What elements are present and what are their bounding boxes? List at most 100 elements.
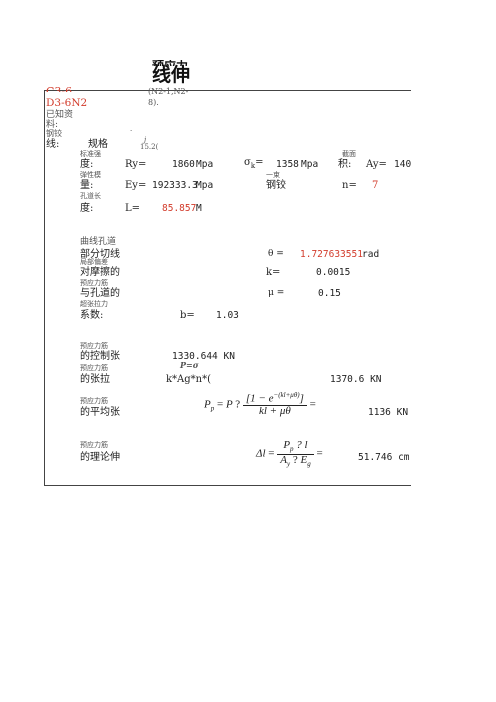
elongation-label: 的理论伸 xyxy=(80,452,120,463)
tension-force-unit: KN xyxy=(370,374,382,385)
average-force-number: 1136 xyxy=(368,407,391,418)
sigma-letter: σ xyxy=(244,157,251,168)
pp-p: P xyxy=(225,398,233,411)
elongation-label-top: 预应力筋 xyxy=(80,441,108,449)
friction-mu-value: 0.15 xyxy=(318,288,341,299)
length-symbol: L= xyxy=(125,203,141,214)
strength-label: 度: xyxy=(80,159,94,170)
dl-numerator: Pp ? l xyxy=(277,439,314,455)
strand-count-value: 7 xyxy=(372,180,379,191)
known-line-1: 已知资 xyxy=(46,110,74,120)
tension-formula-expr: k*Ag*n*( xyxy=(166,374,212,385)
pp-exponent: −(kl+μθ) xyxy=(273,391,300,399)
overtension-symbol: b= xyxy=(180,310,195,321)
average-force-label-top: 预应力筋 xyxy=(80,397,108,405)
dl-num-p: P xyxy=(283,439,291,451)
frame-top-border xyxy=(44,90,411,91)
pp-num-close: ] xyxy=(299,392,304,405)
length-label: 度: xyxy=(80,203,94,214)
sigma-equals: = xyxy=(255,157,264,168)
sigma-unit: Mpa xyxy=(301,159,319,170)
tension-force-value: 1370.6 KN xyxy=(330,375,382,385)
strand-label-top: 一束 xyxy=(266,171,280,179)
control-force-unit: KN xyxy=(223,351,235,362)
frame-bottom-border xyxy=(44,485,411,486)
friction-k-symbol: k= xyxy=(266,267,281,278)
friction-mu-label-top: 预应力筋 xyxy=(80,279,108,287)
angle-label-top: 曲线孔道 xyxy=(80,237,117,247)
page-title: 线伸 xyxy=(152,64,191,86)
pp-tail-equals: = xyxy=(309,398,316,411)
average-force-label: 的平均张 xyxy=(80,407,120,418)
average-force-value: 1136 KN xyxy=(368,408,408,418)
dl-den-a: A xyxy=(280,453,287,466)
modulus-unit: Mpa xyxy=(196,180,214,191)
code-cut-text: C3-6、 xyxy=(46,86,83,92)
known-line-3: 线: xyxy=(46,139,60,150)
average-force-unit: KN xyxy=(396,407,409,418)
known-steel-small: 钢铰 xyxy=(46,129,62,138)
elongation-number: 51.746 xyxy=(358,452,393,463)
overtension-value: 1.03 xyxy=(216,310,239,321)
average-force-formula: Pp = P ? [1 − e−(kl+μθ)] kl + μθ = xyxy=(204,391,316,418)
spec-sup: j xyxy=(144,136,147,144)
pp-fraction: [1 − e−(kl+μθ)] kl + μθ xyxy=(242,391,307,418)
pp-lhs: P xyxy=(204,398,211,411)
area-label: 积: xyxy=(338,159,352,170)
dl-den-a-sub: y xyxy=(286,459,291,468)
pp-q: ? xyxy=(235,398,241,411)
sigma-symbol: σk= xyxy=(244,157,264,170)
spec-value: 15.2( xyxy=(140,143,159,151)
length-unit: M xyxy=(196,203,202,214)
dl-tail-equals: = xyxy=(316,447,323,460)
note-line-1: (N2-1,N2- xyxy=(148,87,189,96)
strand-label: 钢铰 xyxy=(266,180,286,191)
dl-denominator: Ay ? Eg xyxy=(277,453,313,469)
angle-value: 1.727633551 xyxy=(300,249,363,260)
strength-value: 1860 xyxy=(172,159,195,170)
dl-den-q: ? xyxy=(292,453,298,466)
tension-force-number: 1370.6 xyxy=(330,374,365,385)
pp-equals: = xyxy=(216,398,224,411)
tension-force-label: 的张拉 xyxy=(80,374,110,385)
sigma-value: 1358 xyxy=(276,159,299,170)
angle-label: 部分切线 xyxy=(80,249,120,260)
frame-left-border xyxy=(44,90,45,486)
dl-lhs: Δl xyxy=(256,447,266,460)
pp-denominator: kl + μθ xyxy=(258,405,291,418)
dl-num-rest: ? l xyxy=(296,439,308,451)
control-force-number: 1330.644 xyxy=(172,351,218,362)
modulus-label-top: 弹性模 xyxy=(80,171,101,179)
friction-k-label: 对摩擦的 xyxy=(80,267,120,278)
length-value: 85.857 xyxy=(162,203,197,214)
sigma-subscript: k xyxy=(250,162,256,170)
overtension-label: 系数: xyxy=(80,310,104,321)
elongation-formula: Δl = Pp ? l Ay ? Eg = xyxy=(256,439,323,469)
dl-equals: = xyxy=(268,447,275,460)
spec-label: 规格 xyxy=(88,139,108,150)
strength-unit: Mpa xyxy=(196,159,214,170)
dl-den-e: E xyxy=(300,453,308,466)
elongation-unit: cm xyxy=(398,452,410,463)
modulus-symbol: Ey= xyxy=(125,180,147,191)
area-symbol: Ay= xyxy=(366,159,387,170)
control-force-label: 的控制张 xyxy=(80,351,120,362)
overtension-label-top: 超张拉力 xyxy=(80,300,108,308)
project-code: D3-6N2 xyxy=(46,97,88,109)
known-line-2: 料: xyxy=(46,120,59,130)
friction-k-label-top: 局部偏差 xyxy=(80,258,108,266)
strand-count-symbol: n= xyxy=(342,180,357,191)
control-force-label-top: 预应力筋 xyxy=(80,342,108,350)
length-label-top: 孔道长 xyxy=(80,192,101,200)
tension-force-label-top: 预应力筋 xyxy=(80,364,108,372)
friction-mu-symbol: μ = xyxy=(268,288,285,298)
area-value: 140 xyxy=(394,159,412,170)
strength-label-top: 标准强 xyxy=(80,150,101,158)
angle-unit: rad xyxy=(362,249,380,260)
strength-symbol: Ry= xyxy=(125,159,147,170)
pp-lhs-sub: p xyxy=(210,404,215,413)
title-cut-text: 预应力 xyxy=(152,60,188,66)
pp-num-text: [1 − e xyxy=(245,392,274,405)
friction-mu-label: 与孔道的 xyxy=(80,288,120,299)
tension-formula-top: P=σ xyxy=(180,360,199,370)
